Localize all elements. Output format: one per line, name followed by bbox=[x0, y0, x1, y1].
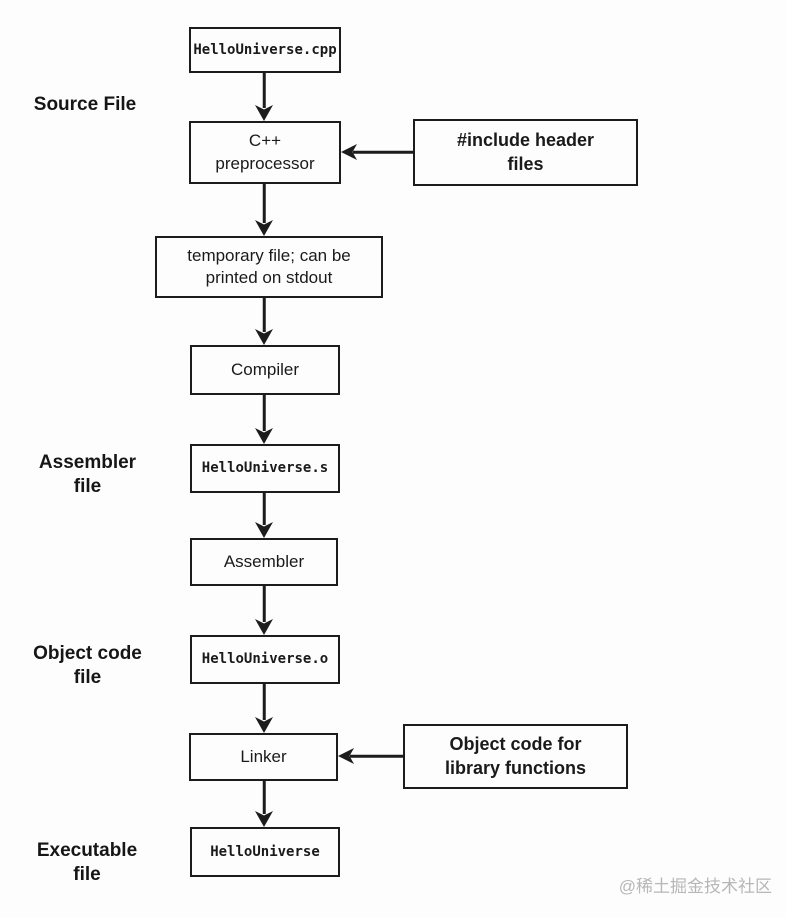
node-object-code-lib: Object code for library functions bbox=[403, 724, 628, 789]
node-linker: Linker bbox=[189, 733, 338, 781]
node-include-header: #include header files bbox=[413, 119, 638, 186]
arrow-assembler-to-objectfile bbox=[255, 586, 273, 635]
node-hellouniverse-o-label: HelloUniverse.o bbox=[201, 651, 329, 668]
node-hellouniverse-cpp-label: HelloUniverse.cpp bbox=[193, 41, 337, 58]
label-source-file: Source File bbox=[33, 94, 137, 115]
label-executable-file: Executable file bbox=[36, 840, 138, 886]
arrow-objectlib-to-linker bbox=[338, 748, 403, 764]
node-preprocessor: C++ preprocessor bbox=[189, 121, 341, 184]
node-hellouniverse-label: HelloUniverse bbox=[210, 843, 320, 860]
arrow-assemblerfile-to-assembler bbox=[255, 493, 273, 538]
node-hellouniverse-o: HelloUniverse.o bbox=[190, 635, 340, 684]
node-hellouniverse-s: HelloUniverse.s bbox=[190, 444, 340, 493]
label-assembler-file: Assembler file bbox=[38, 452, 137, 498]
label-object-code-file: Object code file bbox=[33, 643, 142, 689]
node-object-code-lib-label: Object code for library functions bbox=[444, 733, 587, 778]
node-compiler-label: Compiler bbox=[230, 359, 300, 379]
arrow-objectfile-to-linker bbox=[255, 684, 273, 733]
watermark-text: @稀土掘金技术社区 bbox=[618, 877, 772, 896]
node-include-header-label: #include header files bbox=[456, 129, 595, 174]
node-temp-file-label: temporary file; can be printed on stdout bbox=[187, 245, 351, 287]
arrow-cpp-to-preprocessor bbox=[255, 73, 273, 121]
node-hellouniverse-s-label: HelloUniverse.s bbox=[201, 460, 329, 477]
arrow-linker-to-executable bbox=[255, 781, 273, 827]
node-assembler-label: Assembler bbox=[223, 551, 305, 571]
node-assembler: Assembler bbox=[190, 538, 338, 586]
arrow-include-to-preprocessor bbox=[341, 144, 413, 160]
node-compiler: Compiler bbox=[190, 345, 340, 395]
node-linker-label: Linker bbox=[240, 746, 287, 766]
arrow-preprocessor-to-tempfile bbox=[255, 184, 273, 236]
node-hellouniverse-cpp: HelloUniverse.cpp bbox=[189, 27, 341, 73]
arrow-compiler-to-assemblerfile bbox=[255, 395, 273, 444]
node-temp-file: temporary file; can be printed on stdout bbox=[155, 236, 383, 298]
node-preprocessor-label: C++ preprocessor bbox=[215, 131, 315, 173]
arrow-tempfile-to-compiler bbox=[255, 298, 273, 345]
node-hellouniverse: HelloUniverse bbox=[190, 827, 340, 877]
